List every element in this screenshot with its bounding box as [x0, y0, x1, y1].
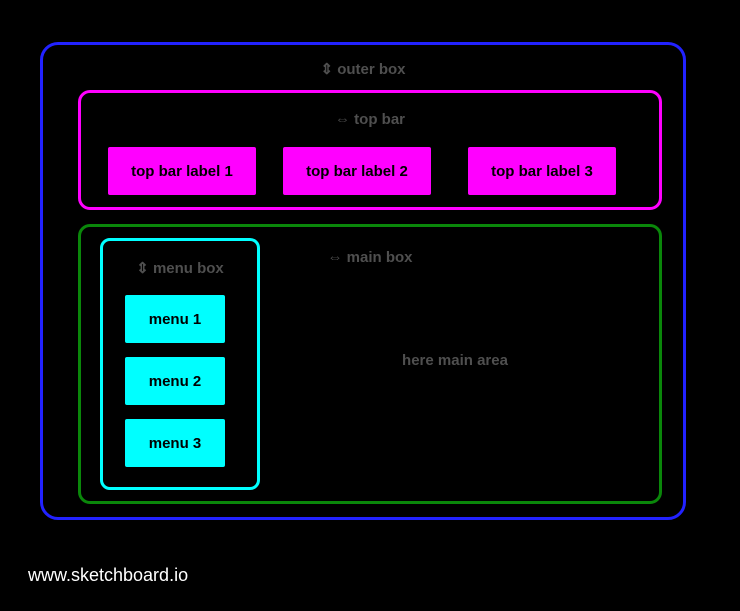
- top-bar-item-1: top bar label 1: [108, 147, 256, 195]
- outer-box-label: ⇕ outer box: [320, 61, 406, 78]
- top-bar-box: ⇔ top bar top bar label 1 top bar label …: [78, 90, 662, 210]
- menu-box: ⇕ menu box menu 1 menu 2 menu 3: [100, 238, 260, 490]
- menu-item-2: menu 2: [125, 357, 225, 405]
- top-bar-label: ⇔ top bar: [335, 111, 405, 128]
- top-bar-item-3: top bar label 3: [468, 147, 616, 195]
- outer-box: ⇕ outer box ⇔ top bar top bar label 1 to…: [40, 42, 686, 520]
- menu-item-3: menu 3: [125, 419, 225, 467]
- menu-box-label: ⇕ menu box: [136, 260, 224, 277]
- main-box-label: ⇔ main box: [327, 249, 413, 266]
- main-area-label: here main area: [402, 352, 508, 369]
- menu-item-1: menu 1: [125, 295, 225, 343]
- sketchboard-watermark: www.sketchboard.io: [28, 565, 189, 585]
- top-bar-item-2: top bar label 2: [283, 147, 431, 195]
- main-box: ⇔ main box ⇕ menu box menu 1 menu 2 menu…: [78, 224, 662, 504]
